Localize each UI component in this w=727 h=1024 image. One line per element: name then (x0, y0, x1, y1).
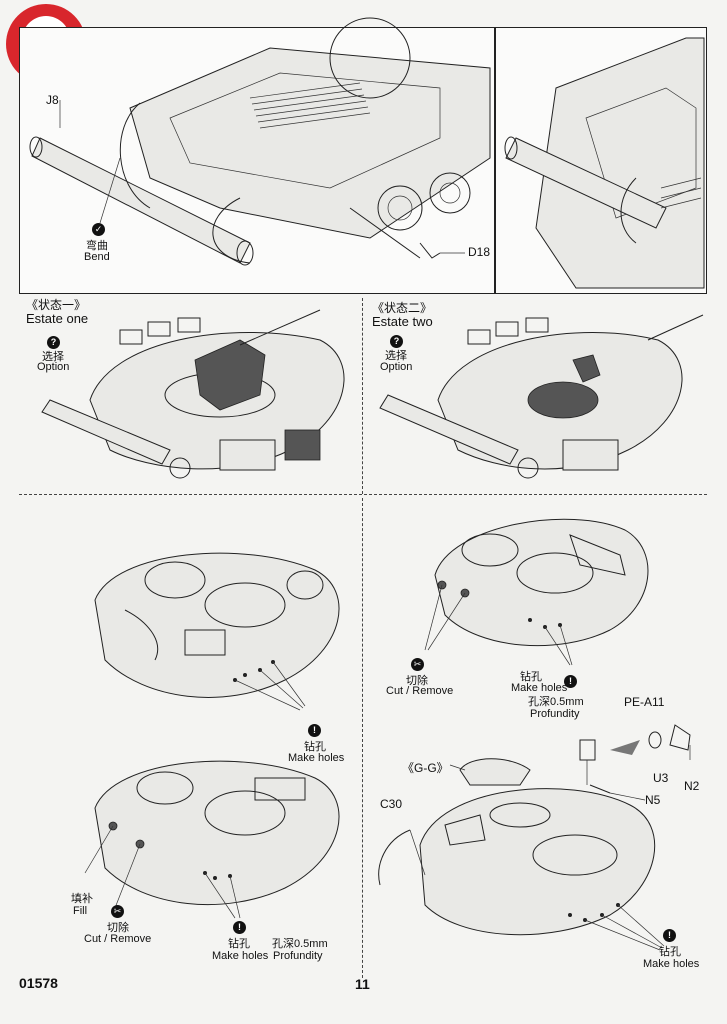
make-holes-c-en: Make holes (511, 682, 568, 694)
option-icon-one: ? (47, 336, 60, 349)
drill-icon-d: ! (663, 929, 676, 942)
make-holes-b-en: Make holes (212, 950, 269, 962)
state-two-title: 《状态二》 Estate two (372, 301, 433, 329)
option-one-en: Option (37, 361, 70, 373)
hull-detail-illustration (504, 37, 705, 289)
section-divider (19, 494, 707, 495)
part-label-c30: C30 (380, 797, 403, 811)
bend-label-en: Bend (84, 251, 110, 263)
make-holes-a-zh: 钻孔 (304, 741, 326, 753)
state-one-title: 《状态一》 Estate one (26, 298, 88, 326)
part-label-d18: D18 (468, 245, 491, 259)
profundity-c-zh: 孔深0.5mm (528, 696, 584, 708)
fill-en: Fill (73, 905, 88, 917)
part-label-j8: J8 (46, 93, 59, 107)
turret-hull-lower-left-illustration (84, 760, 340, 919)
option-two-zh: 选择 (385, 350, 407, 362)
bend-icon: ✓ (92, 223, 105, 236)
make-holes-b-zh: 钻孔 (228, 938, 250, 950)
part-label-u3: U3 (653, 771, 669, 785)
profundity-c-en: Profundity (530, 708, 580, 720)
part-label-gg: 《G-G》 (402, 761, 449, 775)
state-one-zh: 《状态一》 (26, 298, 87, 312)
state-two-zh: 《状态二》 (372, 301, 433, 315)
lower-divider (362, 498, 363, 978)
turret-final-assembly-illustration (378, 724, 691, 951)
make-holes-d-zh: 钻孔 (659, 946, 681, 958)
drill-icon-b: ! (233, 921, 246, 934)
option-two-en: Option (380, 361, 413, 373)
cut-icon-a: ✂ (111, 905, 124, 918)
cut-icon-b: ✂ (411, 658, 424, 671)
make-holes-c-zh: 钻孔 (520, 671, 542, 683)
turret-state-one-illustration (41, 309, 345, 479)
cut-remove-b-zh: 切除 (406, 675, 428, 687)
state-divider (362, 298, 363, 494)
turret-state-two-illustration (379, 314, 704, 479)
option-one-zh: 选择 (42, 351, 64, 363)
cut-remove-a-zh: 切除 (107, 922, 129, 934)
part-label-n2: N2 (684, 779, 700, 793)
profundity-b-zh: 孔深0.5mm (272, 938, 328, 950)
turret-hull-upper-right-illustration (424, 518, 649, 666)
hull-rear-illustration (29, 17, 491, 266)
cut-remove-b-en: Cut / Remove (386, 685, 454, 697)
option-icon-two: ? (390, 335, 403, 348)
page-number: 11 (355, 976, 370, 992)
drill-icon-c: ! (564, 675, 577, 688)
make-holes-a-en: Make holes (288, 752, 345, 764)
part-label-pe-a11: PE-A11 (624, 695, 665, 709)
cut-remove-a-en: Cut / Remove (84, 933, 152, 945)
state-two-en: Estate two (372, 314, 433, 329)
bend-label-zh: 弯曲 (86, 240, 108, 252)
drill-icon-a: ! (308, 724, 321, 737)
turret-hull-upper-left-illustration (94, 552, 340, 711)
part-label-n5: N5 (645, 793, 661, 807)
state-one-en: Estate one (26, 311, 89, 326)
make-holes-d-en: Make holes (643, 958, 700, 970)
product-code: 01578 (19, 975, 58, 991)
fill-zh: 填补 (71, 893, 93, 905)
profundity-b-en: Profundity (273, 950, 323, 962)
